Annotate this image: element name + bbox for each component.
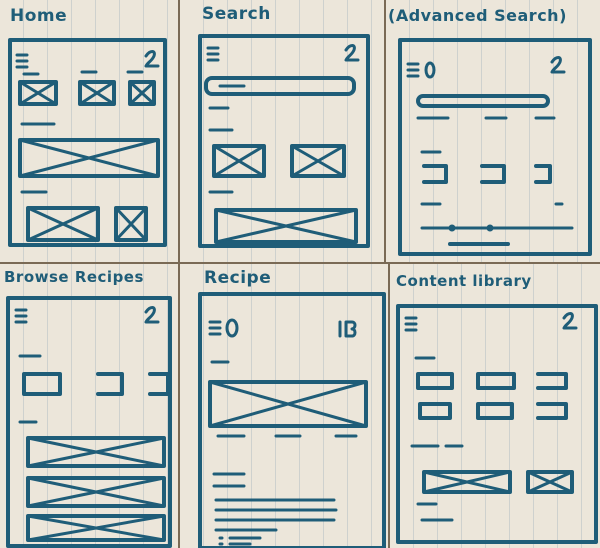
recipe-card-1 [26,436,166,468]
recipe-card-3 [26,514,166,542]
page-title: Browse Recipes [4,268,144,286]
image-placeholder-2 [78,80,116,106]
page-title: Search [202,4,271,24]
image-placeholder-1 [212,144,266,178]
user-icon [144,306,160,324]
range-slider [420,224,574,232]
bookmark-icon [225,318,239,338]
user-icon [550,56,566,74]
user-icon [562,312,578,330]
category-chip-1 [22,372,62,396]
library-image-placeholder-1 [422,470,512,494]
collection-chip-6 [536,402,568,420]
wireframe-recipe: Recipe [180,264,388,548]
wireframe-sketch [8,38,167,247]
page-title: Recipe [204,268,272,288]
collection-chip-1 [416,372,454,390]
page-title: Home [10,6,68,26]
image-placeholder-2 [290,144,346,178]
collection-chip-5 [476,402,514,420]
hamburger-menu-icon [208,320,222,336]
banner-image-placeholder [214,208,358,244]
hamburger-menu-icon [206,46,220,62]
wireframe-browse-recipes: Browse Recipes [0,264,178,548]
collection-chip-3 [536,372,568,390]
image-placeholder-3 [128,80,156,106]
wireframe-search: Search [180,0,384,262]
recipe-card-2 [26,476,166,508]
hamburger-menu-icon [15,53,29,69]
wireframe-sketch [6,296,172,548]
category-chip-2 [96,372,124,396]
wireframe-content-library: Content library [390,264,600,548]
wireframe-advanced-search: (Advanced Search) [386,0,600,262]
wireframe-sketch [398,38,592,256]
hamburger-menu-icon [14,308,28,324]
filter-chip-1 [422,164,448,184]
category-chip-3 [148,372,170,396]
hamburger-menu-icon [404,316,418,332]
image-placeholder-1 [18,80,58,106]
image-placeholder-4 [26,206,100,242]
wireframe-sketch [198,34,370,248]
recipe-hero-image [208,380,368,428]
page-title: (Advanced Search) [388,6,567,25]
search-bar [416,94,550,108]
ingredient-list [218,536,262,546]
favorite-icon [338,320,357,338]
hamburger-menu-icon [406,62,420,78]
wireframe-home: Home [0,0,178,262]
user-icon [144,50,160,68]
page-title: Content library [396,272,532,290]
library-image-placeholder-2 [526,470,574,494]
search-bar [204,76,356,96]
wireframe-sketch [396,304,598,544]
collection-chip-2 [476,372,516,390]
image-placeholder-5 [114,206,148,242]
bookmark-icon [424,61,436,79]
filter-chip-3 [534,164,552,184]
user-icon [344,44,360,62]
wireframe-sketch [198,292,386,548]
filter-chip-2 [480,164,506,184]
collection-chip-4 [418,402,452,420]
banner-image-placeholder [18,138,160,178]
